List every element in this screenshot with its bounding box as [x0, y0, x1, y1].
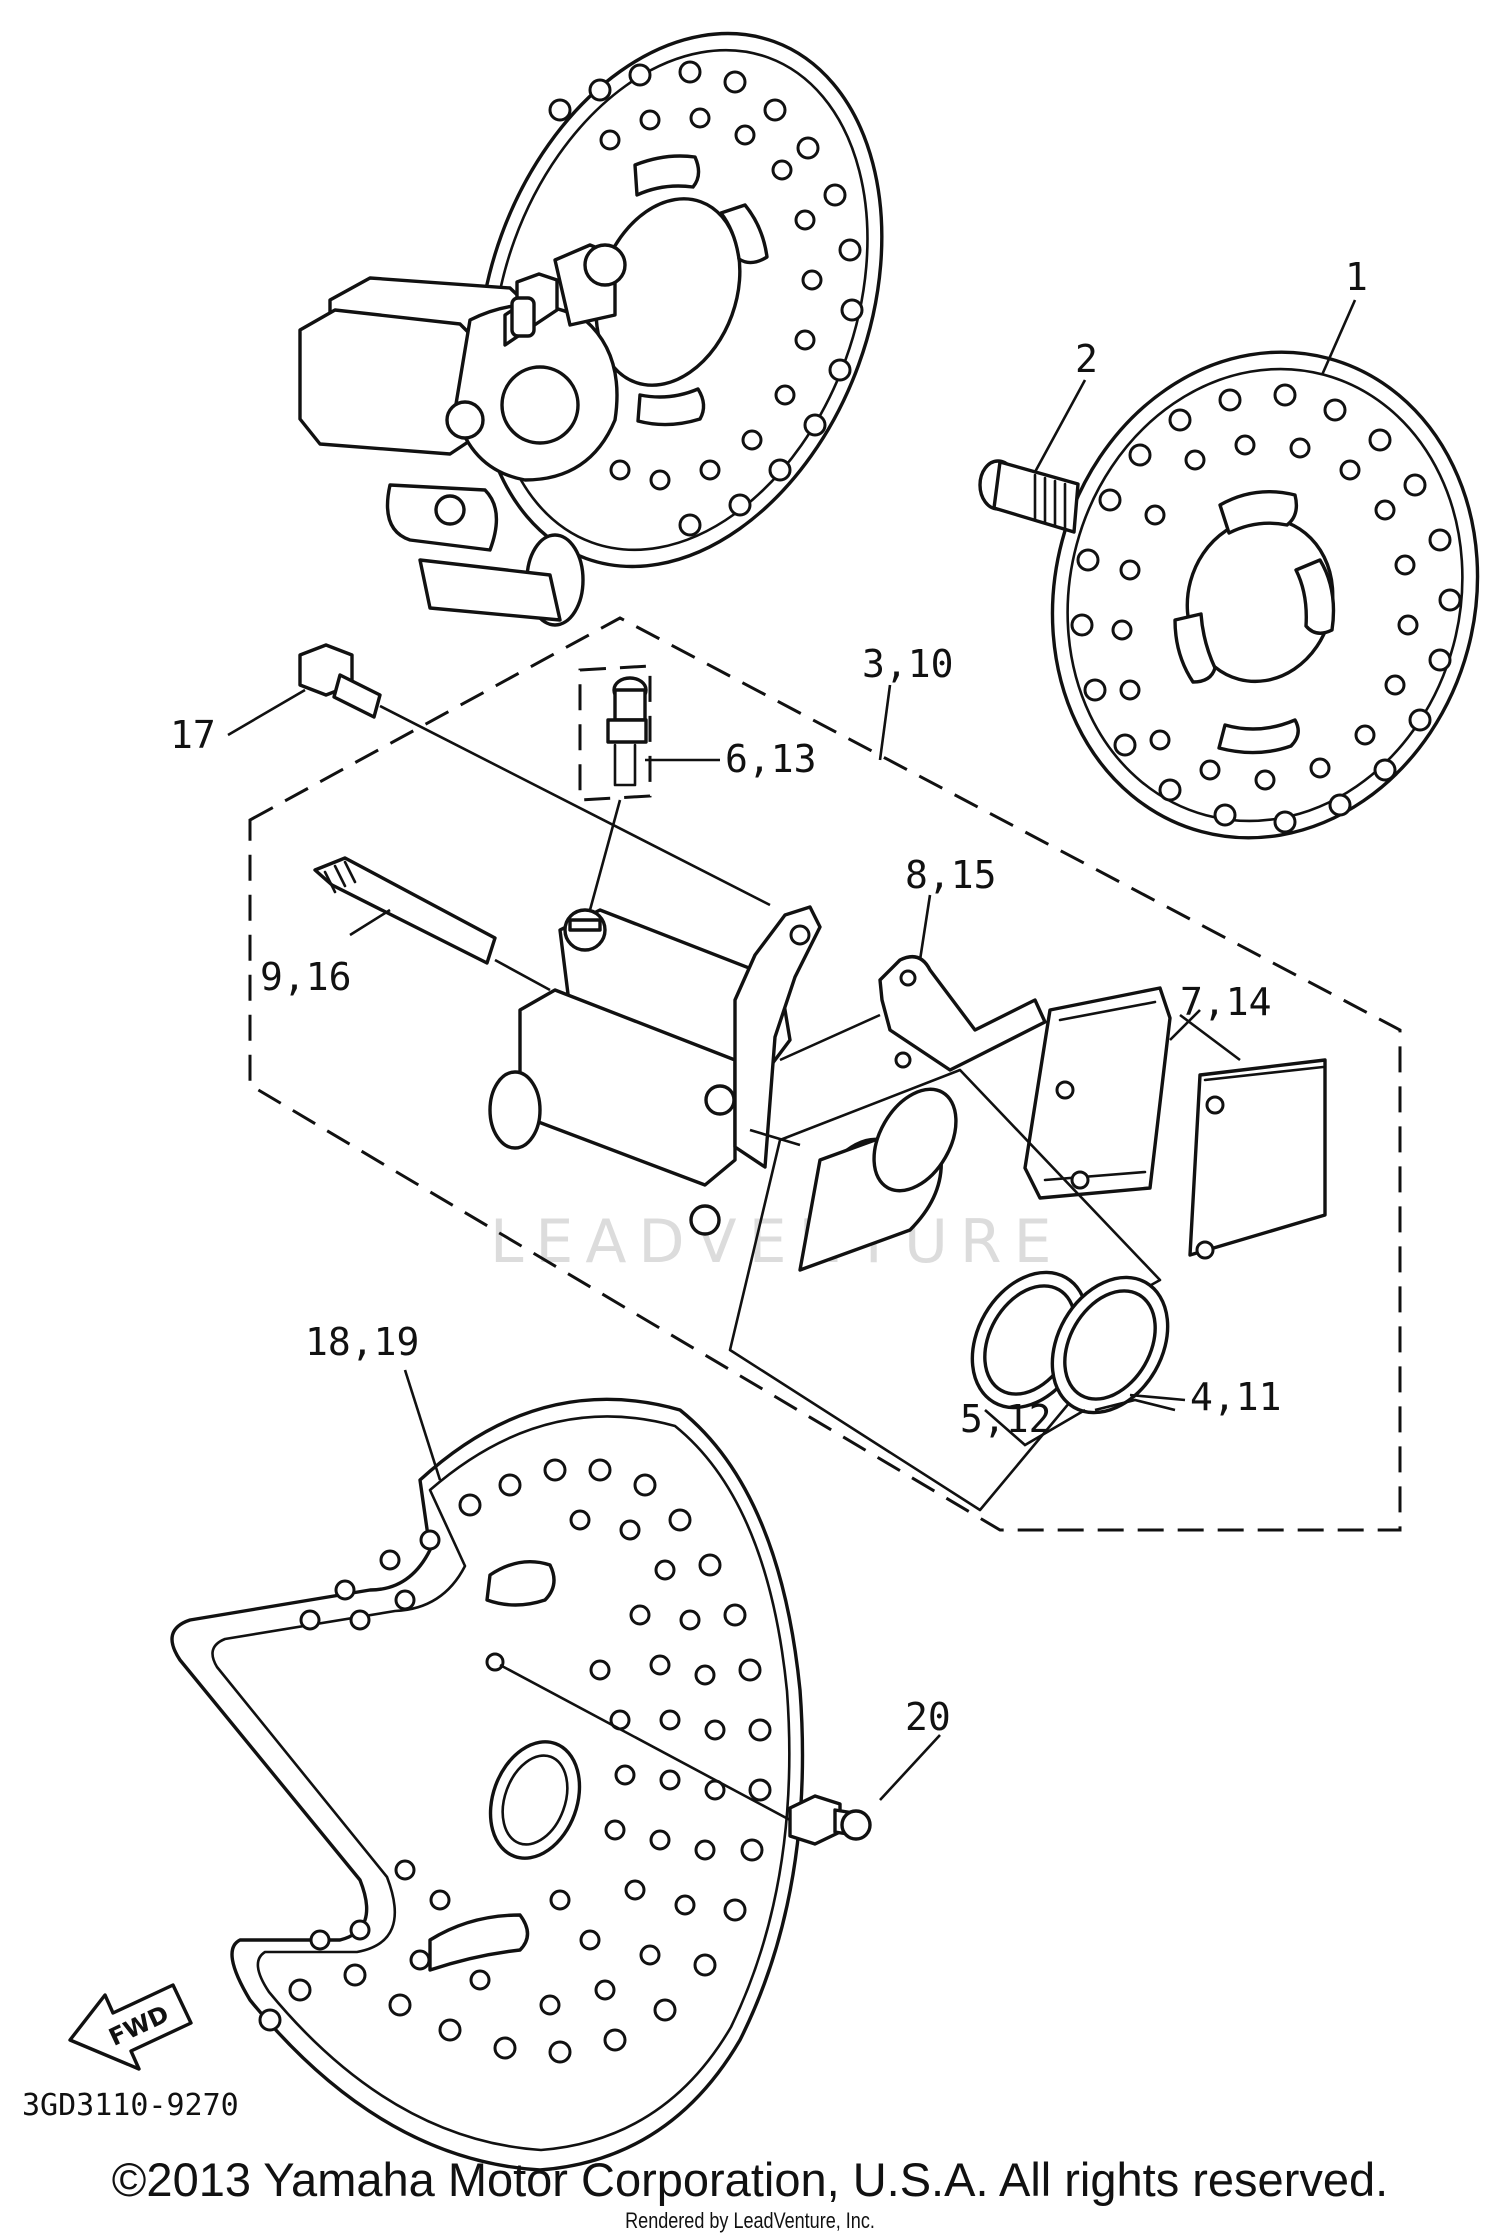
- bleed-screw-part-6-13: [578, 664, 652, 911]
- callout-leaders: [227, 299, 1357, 1801]
- pad-spring-part-8-15: [878, 955, 1047, 1072]
- bolt-part-2: [978, 459, 1080, 534]
- callout-6-13: 6,13: [725, 737, 817, 781]
- brake-disc-part-1: [1050, 350, 1480, 840]
- callout-3-10: 3,10: [862, 642, 954, 686]
- rendered-by-credit: Rendered by LeadVenture, Inc.: [625, 2208, 875, 2233]
- copyright-notice: ©2013 Yamaha Motor Corporation, U.S.A. A…: [111, 2153, 1389, 2206]
- diagram-code: 3GD3110-9270: [22, 2088, 239, 2123]
- disc-guard-part-18-19: [170, 1397, 805, 2172]
- assembled-caliper-disc-illustration: [298, 31, 884, 627]
- callout-1: 1: [1345, 255, 1368, 299]
- bolt-part-20: [788, 1794, 872, 1846]
- callout-9-16: 9,16: [260, 955, 352, 999]
- callout-7-14: 7,14: [1180, 980, 1272, 1024]
- bolt-part-17: [298, 643, 771, 907]
- slide-pin-part-9-16: [313, 856, 551, 992]
- callout-4-11: 4,11: [1190, 1375, 1282, 1419]
- callout-2: 2: [1075, 337, 1098, 381]
- brake-pads-part-7-14: [1023, 986, 1327, 1260]
- callout-8-15: 8,15: [905, 853, 997, 897]
- callout-18-19: 18,19: [305, 1320, 419, 1364]
- caliper-body-part-3-10: [488, 905, 881, 1236]
- assembly-outline-3-10: [248, 616, 1402, 1532]
- watermark-text: LEADVENTURE: [490, 1207, 1064, 1277]
- callout-5-12: 5,12: [960, 1397, 1052, 1441]
- callout-17: 17: [170, 713, 216, 757]
- callout-20: 20: [905, 1695, 951, 1739]
- piston-seal-kit-part-4-11: [728, 1068, 1176, 1512]
- forward-direction-arrow: FWD: [68, 1983, 193, 2071]
